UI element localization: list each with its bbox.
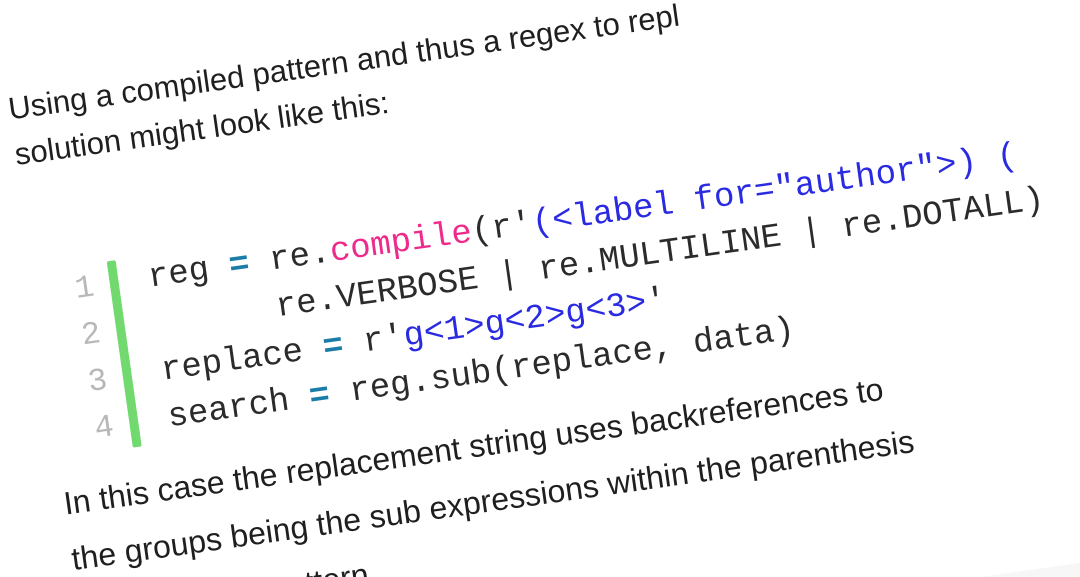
code-token-plain: r' <box>340 318 407 366</box>
code-token-plain: (r' <box>469 206 536 253</box>
code-token-plain: ' <box>643 282 670 323</box>
code-token-plain: reg <box>145 248 232 298</box>
code-token-plain: re. <box>246 234 333 284</box>
line-number: 4 <box>92 408 117 448</box>
